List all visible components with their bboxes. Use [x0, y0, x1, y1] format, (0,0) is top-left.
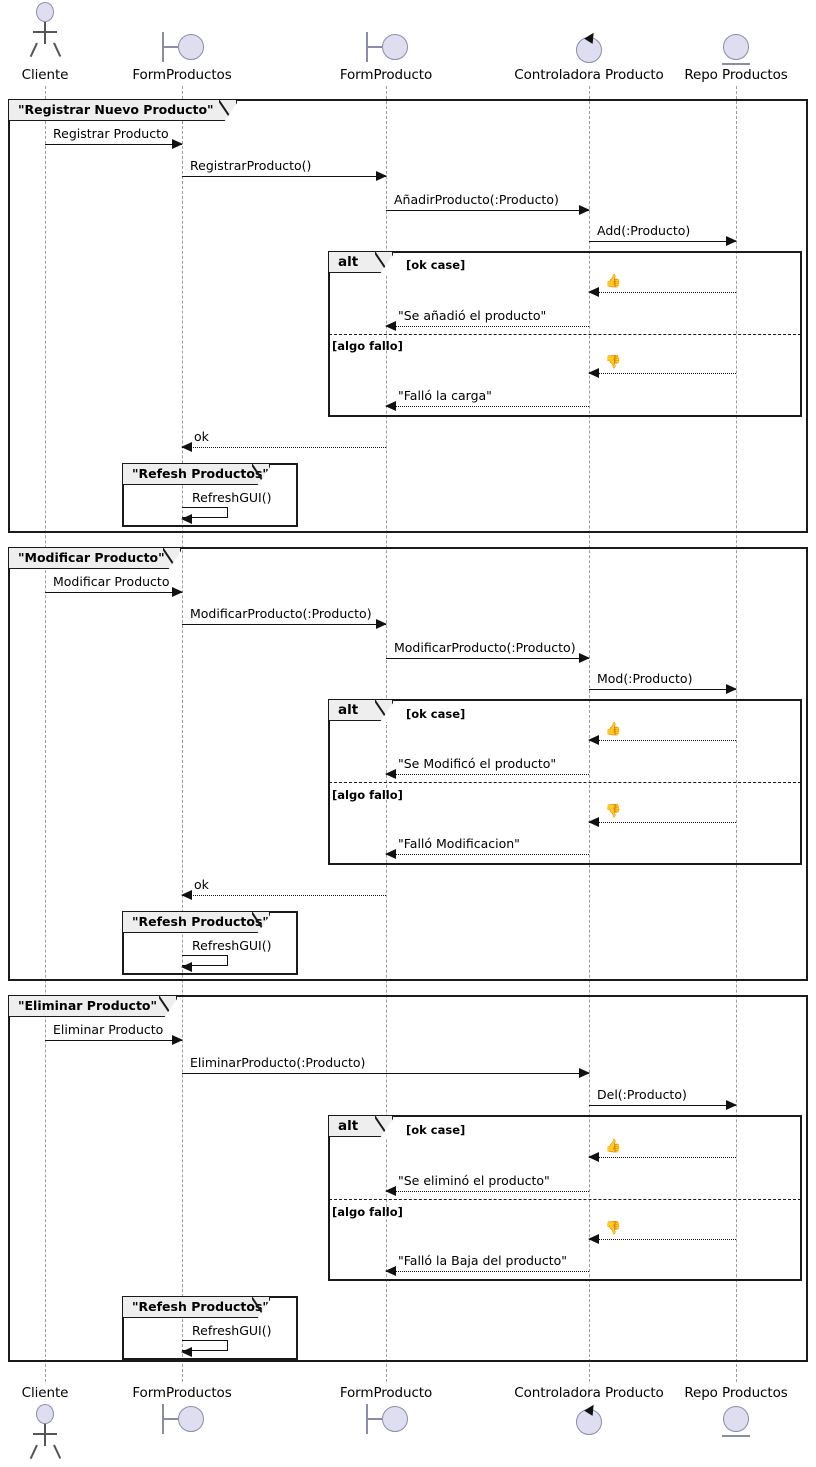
participant-label-repo-bottom: Repo Productos: [684, 1385, 788, 1401]
alt-divider-modificar: [329, 782, 801, 783]
refresh-label-registrar: "Refesh Productos": [123, 464, 270, 486]
message-label: AñadirProducto(:Producto): [394, 192, 559, 207]
group-label-modificar-text: "Modificar Producto": [18, 550, 165, 565]
self-message-refreshgui-eliminar: RefreshGUI(): [181, 1323, 271, 1357]
refresh-label-eliminar: "Refesh Productos": [123, 1297, 270, 1319]
self-message-label: RefreshGUI(): [192, 938, 272, 953]
lifeline-formproducto: [386, 86, 387, 1382]
participant-label-formproductos-top: FormProductos: [132, 67, 232, 83]
boundary-icon: [160, 32, 204, 62]
lifeline-controladora: [589, 86, 590, 1382]
message-label: "Se eliminó el producto": [398, 1173, 550, 1188]
boundary-icon: [160, 1404, 204, 1434]
boundary-icon: [364, 1404, 408, 1434]
alt-guard-fallo: [algo fallo]: [332, 339, 403, 353]
group-label-eliminar-text: "Eliminar Producto": [18, 998, 158, 1013]
message-label: "Se añadió el producto": [398, 308, 547, 323]
alt-guard-ok: [ok case]: [406, 707, 466, 721]
refresh-label-text: "Refesh Productos": [132, 1299, 269, 1314]
alt-frame-eliminar: [328, 1115, 802, 1281]
thumbs-down-icon: 👎: [605, 804, 622, 819]
participant-label-formproducto-top: FormProducto: [339, 67, 433, 83]
message-label: ok: [194, 877, 209, 892]
participant-label-controladora-top: Controladora Producto: [514, 67, 664, 83]
refresh-label-text: "Refesh Productos": [132, 914, 269, 929]
message-label: Modificar Producto: [53, 574, 170, 589]
message-label: Del(:Producto): [597, 1087, 687, 1102]
self-message-refreshgui-modificar: RefreshGUI(): [181, 938, 271, 972]
refresh-label-modificar: "Refesh Productos": [123, 912, 270, 934]
actor-icon: [27, 1404, 63, 1460]
alt-label-text: alt: [338, 702, 359, 718]
self-message-refreshgui-registrar: RefreshGUI(): [181, 490, 271, 524]
group-label-registrar-text: "Registrar Nuevo Producto": [18, 102, 214, 117]
alt-guard-ok: [ok case]: [406, 1123, 466, 1137]
actor-icon: [27, 2, 63, 58]
lifeline-cliente: [45, 86, 46, 1382]
message-label: ModificarProducto(:Producto): [190, 606, 372, 621]
message-label: EliminarProducto(:Producto): [190, 1055, 366, 1070]
participant-label-cliente-bottom: Cliente: [21, 1385, 69, 1401]
self-message-label: RefreshGUI(): [192, 1323, 272, 1338]
entity-icon: [722, 1406, 750, 1438]
alt-label-eliminar: alt: [329, 1116, 393, 1138]
alt-guard-fallo: [algo fallo]: [332, 1205, 403, 1219]
control-icon: [575, 1402, 603, 1436]
alt-label-registrar: alt: [329, 252, 393, 274]
message-label: Add(:Producto): [597, 223, 691, 238]
message-label: ModificarProducto(:Producto): [394, 640, 576, 655]
thumbs-up-icon: 👍: [605, 274, 622, 289]
group-frame-eliminar: [8, 995, 808, 1362]
alt-label-modificar: alt: [329, 700, 393, 722]
message-label: "Falló la carga": [398, 388, 492, 403]
message-label: RegistrarProducto(): [190, 158, 312, 173]
thumbs-up-icon: 👍: [605, 722, 622, 737]
refresh-label-text: "Refesh Productos": [132, 466, 269, 481]
alt-label-text: alt: [338, 254, 359, 270]
message-label: "Se Modificó el producto": [398, 756, 557, 771]
participant-label-repo-top: Repo Productos: [684, 67, 788, 83]
self-message-label: RefreshGUI(): [192, 490, 272, 505]
alt-divider-registrar: [329, 334, 801, 335]
participant-label-controladora-bottom: Controladora Producto: [514, 1385, 664, 1401]
boundary-icon: [364, 32, 408, 62]
message-label: Mod(:Producto): [597, 671, 693, 686]
thumbs-up-icon: 👍: [605, 1139, 622, 1154]
alt-guard-fallo: [algo fallo]: [332, 788, 403, 802]
participant-label-formproducto-bottom: FormProducto: [339, 1385, 433, 1401]
thumbs-down-icon: 👎: [605, 1221, 622, 1236]
alt-guard-ok: [ok case]: [406, 258, 466, 272]
group-label-modificar: "Modificar Producto": [9, 548, 181, 570]
message-label: "Falló la Baja del producto": [398, 1253, 568, 1268]
alt-divider-eliminar: [329, 1199, 801, 1200]
entity-icon: [722, 34, 750, 66]
message-label: "Falló Modificacion": [398, 836, 520, 851]
group-label-registrar: "Registrar Nuevo Producto": [9, 100, 237, 122]
message-label: Eliminar Producto: [53, 1022, 164, 1037]
message-label: Registrar Producto: [53, 126, 169, 141]
control-icon: [575, 30, 603, 64]
group-label-eliminar: "Eliminar Producto": [9, 996, 177, 1018]
message-label: ok: [194, 429, 209, 444]
lifeline-repo: [736, 86, 737, 1382]
participant-label-cliente-top: Cliente: [21, 67, 69, 83]
participant-label-formproductos-bottom: FormProductos: [132, 1385, 232, 1401]
alt-label-text: alt: [338, 1118, 359, 1134]
lifeline-formproductos: [182, 86, 183, 1382]
thumbs-down-icon: 👎: [605, 355, 622, 370]
group-frame-modificar: [8, 547, 808, 981]
group-frame-registrar: [8, 99, 808, 533]
